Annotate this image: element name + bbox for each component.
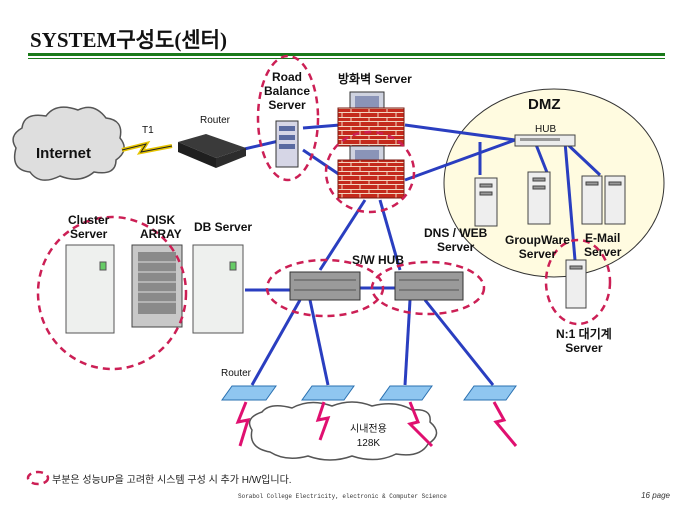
hub-label: HUB [535,124,557,135]
t1-label: T1 [142,125,154,136]
router-bottom-4 [463,385,517,401]
title-rule-thin [28,58,665,59]
groupware-label: GroupWare Server [505,233,570,261]
load-balancer [275,120,299,168]
router-bottom-3 [379,385,433,401]
optional-hw-circles [26,54,612,486]
road-balance-label: Road Balance Server [264,70,311,112]
cluster-label: Cluster Server [68,213,110,241]
db-server [192,244,244,334]
sw-hub-label: S/W HUB [352,253,404,267]
intranet-label: 시내전용 128K [350,424,387,449]
page-number: 16 page [641,491,670,500]
dmz-label: DMZ [528,96,561,113]
dmz-hub [514,134,576,147]
router-top-label: Router [200,115,231,126]
router-bottom-1 [221,385,277,401]
email-server [581,175,626,225]
db-server-label: DB Server [194,220,253,234]
firewall-bottom [337,145,405,199]
router-bottom-2 [301,385,355,401]
email-label: E-Mail Server [584,231,622,259]
firewall-label: 방화벽 Server [338,72,412,86]
groupware-server [527,171,551,225]
title-rule [28,53,665,56]
cluster-server [65,244,115,334]
disk-array [131,244,183,328]
standby-label: N:1 대기계 Server [556,327,612,355]
dns-web-label: DNS / WEB Server [424,226,488,254]
internet-cloud [12,106,125,181]
sw-hub-1 [289,271,361,301]
disk-array-label: DISK ARRAY [140,213,182,241]
internet-label: Internet [36,145,92,162]
intranet-cloud [248,401,438,461]
intranet-links [235,401,518,448]
firewall-top [337,91,405,147]
legend-text: 부분은 성능UP을 고려한 시스템 구성 시 추가 H/W입니다. [52,475,292,486]
router-top [178,134,246,168]
dmz-zone [443,88,665,278]
page-title: SYSTEM구성도(센터) [30,28,227,52]
standby-server [565,259,587,309]
router-bottom-label: Router [221,368,252,379]
footer-text: Sorabol College Electricity, electronic … [238,493,447,500]
sw-hub-2 [394,271,464,301]
dns-web-server [474,177,498,227]
